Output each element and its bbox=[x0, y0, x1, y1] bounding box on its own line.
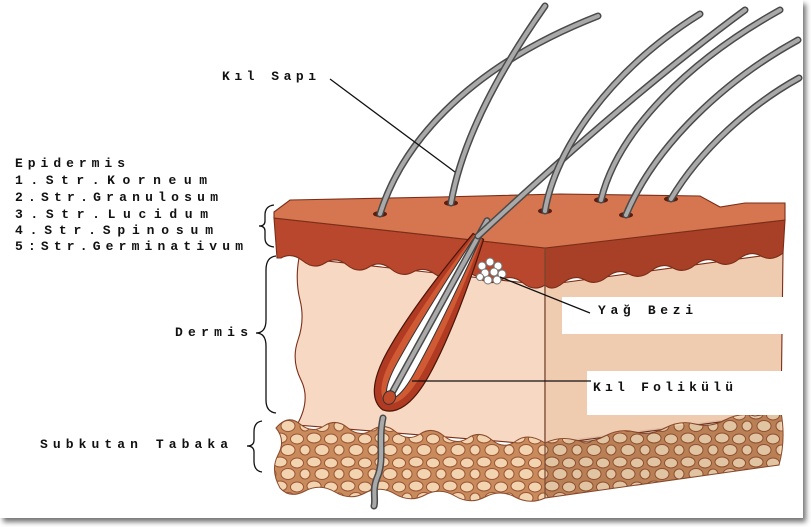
gland-cell bbox=[484, 276, 492, 284]
gland-cell bbox=[477, 274, 484, 281]
hair-outline bbox=[545, 14, 700, 211]
epidermis-layer-4-label: 4.Str.Spinosum bbox=[15, 223, 213, 238]
hair-strand bbox=[451, 6, 545, 203]
epidermis-layer-1-label: 1.Str.Korneum bbox=[15, 173, 207, 188]
gland-cell bbox=[486, 258, 494, 266]
hair-outline bbox=[671, 78, 799, 199]
hair-outline bbox=[451, 6, 545, 203]
gland-cell bbox=[493, 276, 501, 284]
hair-shaft-label: Kıl Sapı bbox=[222, 69, 316, 84]
hair-outline bbox=[626, 40, 798, 215]
hair-outline bbox=[380, 16, 598, 214]
hair-core bbox=[626, 40, 798, 215]
epidermis-layer-3-label: 3.Str.Lucidum bbox=[15, 207, 208, 222]
hair-shaft-leader-line bbox=[330, 79, 455, 172]
epidermis-brace bbox=[259, 205, 274, 247]
hair-core bbox=[545, 14, 700, 211]
epidermis-layer-5-label: 5:Str.Germinativum bbox=[15, 239, 243, 254]
hair-core bbox=[451, 6, 545, 203]
epidermis-label: Epidermis bbox=[15, 156, 125, 171]
subcutaneous-label: Subkutan Tabaka bbox=[40, 437, 228, 452]
hair-core bbox=[380, 16, 598, 214]
hair-strand bbox=[545, 14, 700, 211]
hair-core bbox=[671, 78, 799, 199]
subcutaneous-brace bbox=[247, 421, 262, 472]
skin-diagram: Kıl Sapı Epidermis 1.Str.Korneum 2.Str.G… bbox=[0, 0, 803, 518]
hair-strand bbox=[671, 78, 799, 199]
epidermis-layer-2-label: 2.Str.Granulosum bbox=[15, 190, 218, 205]
dermis-label: Dermis bbox=[175, 325, 248, 340]
gland-cell bbox=[490, 268, 498, 276]
hair-strand bbox=[380, 16, 598, 214]
dermis-brace bbox=[256, 256, 276, 413]
hair-strand bbox=[626, 40, 798, 215]
